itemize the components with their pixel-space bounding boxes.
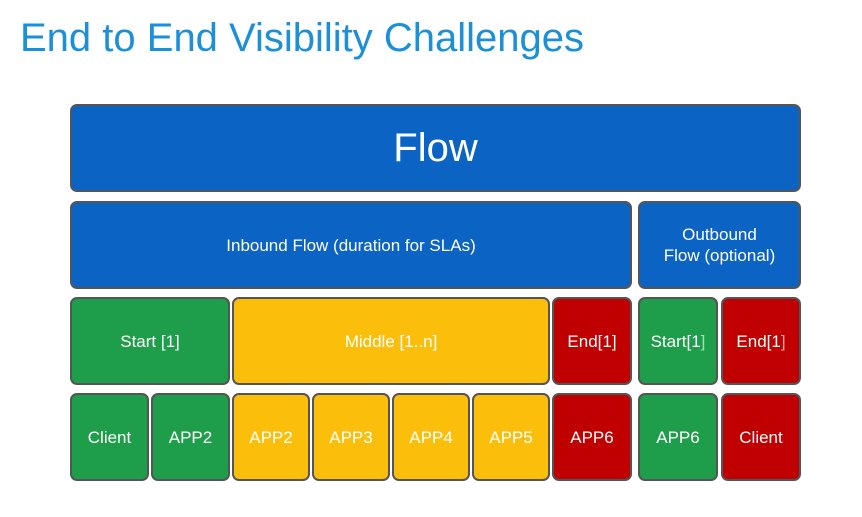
end-phase-box: End[1] [552, 297, 632, 385]
start-phase-label: Start [1] [120, 331, 180, 351]
app-label: APP5 [489, 427, 533, 447]
outbound-end-main: End[1 [736, 331, 781, 351]
app-box-app2-start: APP2 [151, 393, 230, 481]
app-label: APP6 [570, 427, 614, 447]
flow-label: Flow [393, 125, 478, 170]
start-phase-box: Start [1] [70, 297, 230, 385]
outbound-start-bracket: ] [700, 331, 706, 351]
app-box-app6-outbound: APP6 [638, 393, 718, 481]
app-label: APP2 [249, 427, 293, 447]
app-box-app4: APP4 [392, 393, 470, 481]
app-label: Client [739, 427, 783, 447]
flow-box: Flow [70, 104, 801, 192]
inbound-flow-box: Inbound Flow (duration for SLAs) [70, 201, 632, 289]
app-label: APP6 [656, 427, 700, 447]
outbound-flow-label: Outbound Flow (optional) [664, 224, 776, 266]
end-phase-label: End[1] [567, 331, 617, 351]
middle-phase-label: Middle [1..n] [344, 331, 438, 351]
outbound-line-2: Flow (optional) [663, 246, 776, 265]
app-box-client-in: Client [70, 393, 149, 481]
outbound-start-phase-box: Start[1] [638, 297, 718, 385]
outbound-end-phase-label: End[1] [736, 331, 785, 352]
slide-title: End to End Visibility Challenges [20, 16, 585, 60]
inbound-flow-label: Inbound Flow (duration for SLAs) [226, 235, 476, 255]
middle-phase-box: Middle [1..n] [232, 297, 550, 385]
app-label: APP4 [409, 427, 453, 447]
outbound-end-bracket: ] [780, 331, 786, 351]
outbound-end-phase-box: End[1] [721, 297, 801, 385]
app-box-app2-middle: APP2 [232, 393, 310, 481]
outbound-start-phase-label: Start[1] [651, 331, 706, 352]
outbound-flow-box: Outbound Flow (optional) [638, 201, 801, 289]
outbound-line-1: Outbound [682, 225, 757, 244]
outbound-start-main: Start[1 [650, 331, 701, 351]
app-box-app3: APP3 [312, 393, 390, 481]
app-label: APP2 [168, 427, 213, 447]
app-box-app6-end: APP6 [552, 393, 632, 481]
app-label: APP3 [329, 427, 373, 447]
app-box-app5: APP5 [472, 393, 550, 481]
app-label: Client [87, 427, 132, 447]
app-box-client-out: Client [721, 393, 801, 481]
